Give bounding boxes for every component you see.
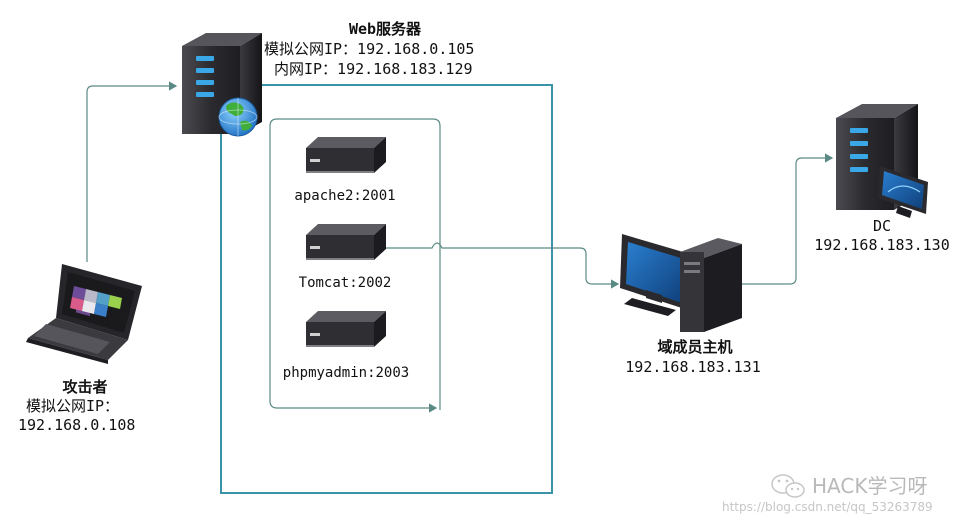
services-loop-connector [269, 118, 441, 413]
dc-title: DC [872, 217, 892, 235]
web-server-public-ip: 模拟公网IP：192.168.0.105 [264, 40, 475, 58]
phpmyadmin-label: phpmyadmin:2003 [282, 365, 410, 381]
globe-icon [218, 97, 258, 137]
dc-ip: 192.168.183.130 [814, 236, 950, 254]
watermark-url: https://blog.csdn.net/qq_53263789 [722, 500, 933, 514]
dc-server-icon [836, 104, 918, 210]
apache-server-icon [306, 137, 386, 173]
tomcat-server-icon [306, 224, 386, 260]
workstation-icon [620, 234, 742, 332]
web-server-title: Web服务器 [348, 20, 422, 38]
laptop-icon [26, 264, 142, 364]
web-server-internal-ip: 内网IP：192.168.183.129 [274, 60, 473, 78]
watermark-brand: HACK学习呀 [812, 474, 928, 498]
domain-host-title: 域成员主机 [657, 338, 733, 356]
dc-monitor-icon [878, 166, 928, 218]
attacker-to-server-connector [86, 81, 178, 262]
phpmyadmin-server-icon [306, 311, 386, 347]
tomcat-to-host-connector [386, 242, 620, 289]
tomcat-label: Tomcat:2002 [298, 275, 392, 291]
attacker-ip-label: 模拟公网IP： [26, 397, 120, 415]
attacker-ip: 192.168.0.108 [18, 416, 136, 434]
apache-label: apache2:2001 [294, 188, 396, 204]
web-zone-border [220, 84, 553, 494]
domain-host-ip: 192.168.183.131 [625, 358, 761, 376]
attacker-title: 攻击者 [62, 378, 108, 396]
host-to-dc-connector [742, 153, 834, 285]
wechat-icon [771, 474, 805, 498]
